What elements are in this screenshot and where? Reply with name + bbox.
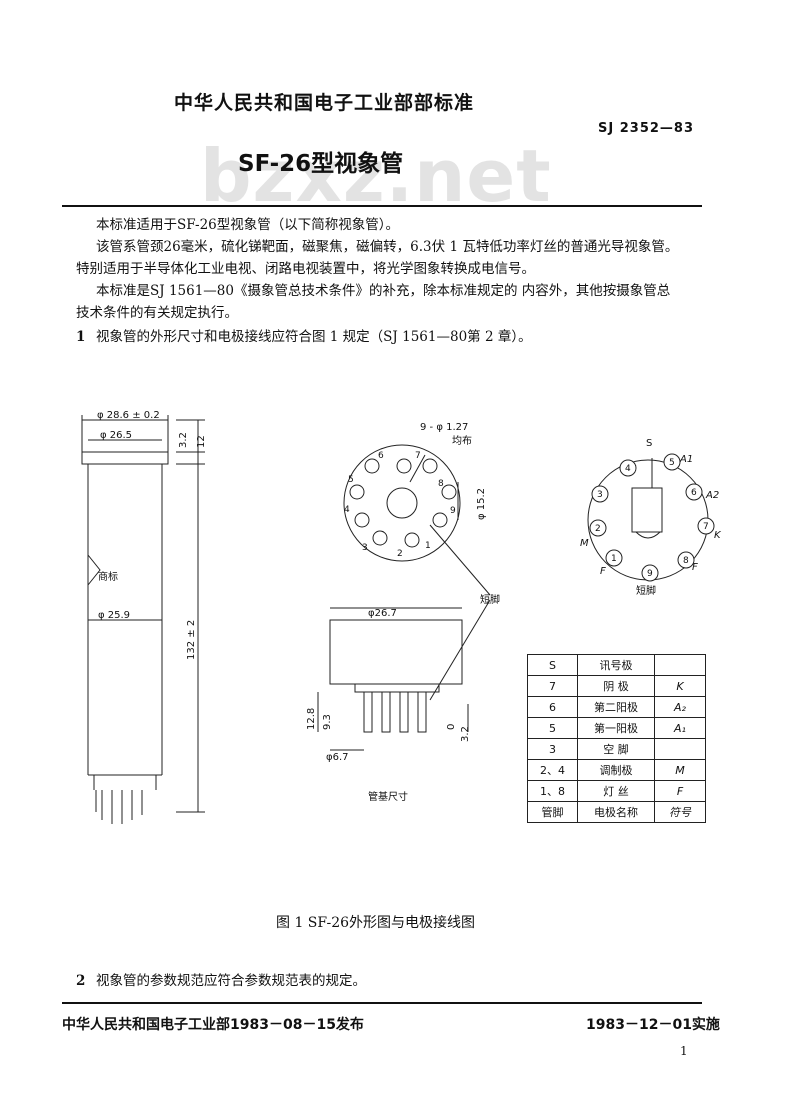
base-pin-2: 2 bbox=[397, 549, 403, 559]
paragraph-scope: 本标准适用于SF-26型视象管（以下简称视象管）。 bbox=[96, 217, 399, 233]
schematic-pin-3: 3 bbox=[597, 490, 603, 500]
base-dim-diameter: φ26.7 bbox=[368, 608, 397, 619]
section-2-text: 视象管的参数规范应符合参数规范表的规定。 bbox=[96, 973, 366, 989]
base-pin-4: 4 bbox=[344, 505, 350, 515]
schematic-pin-8: 8 bbox=[683, 556, 689, 566]
base-short-pin-label: 短脚 bbox=[480, 593, 500, 606]
schematic-pin-9: 9 bbox=[647, 569, 653, 579]
table-row: 管脚电极名称符号 bbox=[527, 801, 706, 823]
schematic-pin-5: 5 bbox=[669, 458, 675, 468]
base-hole-spec: 9 - φ 1.27 bbox=[420, 422, 468, 433]
schematic-label-f-right: F bbox=[692, 562, 698, 573]
base-body bbox=[329, 619, 463, 685]
watermark: bzxz.net bbox=[200, 134, 552, 218]
tube-dim-neck: φ 26.5 bbox=[100, 430, 132, 441]
schematic-pin-6: 6 bbox=[691, 488, 697, 498]
standard-organization: 中华人民共和国电子工业部部标准 bbox=[174, 92, 475, 114]
schematic-pin-1: 1 bbox=[611, 554, 617, 564]
top-rule bbox=[62, 205, 702, 207]
issue-date: 中华人民共和国电子工业部1983－08－15发布 bbox=[62, 1017, 364, 1033]
base-pin-8: 8 bbox=[438, 479, 444, 489]
tube-dim-body: φ 25.9 bbox=[98, 610, 130, 621]
schematic-pin-4: 4 bbox=[625, 464, 631, 474]
base-dim-l3: 0 bbox=[446, 724, 457, 730]
schematic-short-pin-label: 短脚 bbox=[636, 584, 656, 597]
base-pin-5: 5 bbox=[348, 475, 354, 485]
section-1-text: 视象管的外形尺寸和电极接线应符合图 1 规定（SJ 1561—80第 2 章）。 bbox=[96, 329, 532, 345]
base-hole-even: 均布 bbox=[452, 435, 472, 447]
schematic-label-k: K bbox=[714, 530, 722, 541]
paragraph-description-1: 该管系管颈26毫米，硫化锑靶面，磁聚焦，磁偏转，6.3伏 1 瓦特低功率灯丝的普… bbox=[96, 239, 679, 255]
implementation-date: 1983－12－01实施 bbox=[586, 1017, 720, 1033]
figure-caption: 图 1 SF-26外形图与电极接线图 bbox=[276, 915, 476, 931]
standard-number: SJ 2352—83 bbox=[598, 121, 694, 136]
base-pin-1: 1 bbox=[425, 541, 431, 551]
paragraph-description-2: 特别适用于半导体化工业电视、闭路电视装置中，将光学图象转换成电信号。 bbox=[76, 261, 535, 277]
section-2-number: 2 bbox=[76, 973, 86, 989]
tube-dim-h2: 12 bbox=[196, 435, 207, 448]
base-dim-pcd: φ 15.2 bbox=[476, 488, 487, 520]
schematic-label-f-left: F bbox=[600, 566, 606, 577]
tube-dim-h1: 3.2 bbox=[178, 432, 189, 448]
base-dim-pin-d: φ6.7 bbox=[326, 752, 349, 763]
schematic-pin-2: 2 bbox=[595, 524, 601, 534]
base-dim-l4: 3.2 bbox=[460, 726, 471, 742]
tube-dim-length: 132 ± 2 bbox=[186, 620, 197, 660]
tube-mark-label: 商标 bbox=[98, 570, 118, 583]
schematic-label-a2: A2 bbox=[705, 490, 719, 501]
schematic-pin-7: 7 bbox=[703, 522, 709, 532]
document-title: SF-26型视象管 bbox=[238, 151, 404, 177]
base-pin-6: 6 bbox=[378, 451, 384, 461]
base-pin-7: 7 bbox=[415, 451, 421, 461]
base-pin-3: 3 bbox=[362, 543, 368, 553]
schematic-label-m: M bbox=[580, 538, 589, 549]
paragraph-reference-1: 本标准是SJ 1561—80《摄象管总技术条件》的补充，除本标准规定的 内容外，… bbox=[96, 283, 671, 299]
base-pin-9: 9 bbox=[450, 506, 456, 516]
tube-flange bbox=[81, 451, 169, 465]
section-1-number: 1 bbox=[76, 329, 86, 345]
base-dim-l1: 12.8 bbox=[306, 708, 317, 730]
tube-dim-outer-flange: φ 28.6 ± 0.2 bbox=[97, 410, 160, 421]
page-number: 1 bbox=[680, 1044, 688, 1058]
bottom-rule bbox=[62, 1002, 702, 1004]
paragraph-reference-2: 技术条件的有关规定执行。 bbox=[76, 305, 238, 321]
base-label: 管基尺寸 bbox=[368, 790, 408, 803]
schematic-label-a1: A1 bbox=[679, 454, 693, 465]
base-dim-l2: 9.3 bbox=[322, 714, 333, 730]
schematic-top-label: S bbox=[646, 438, 652, 449]
